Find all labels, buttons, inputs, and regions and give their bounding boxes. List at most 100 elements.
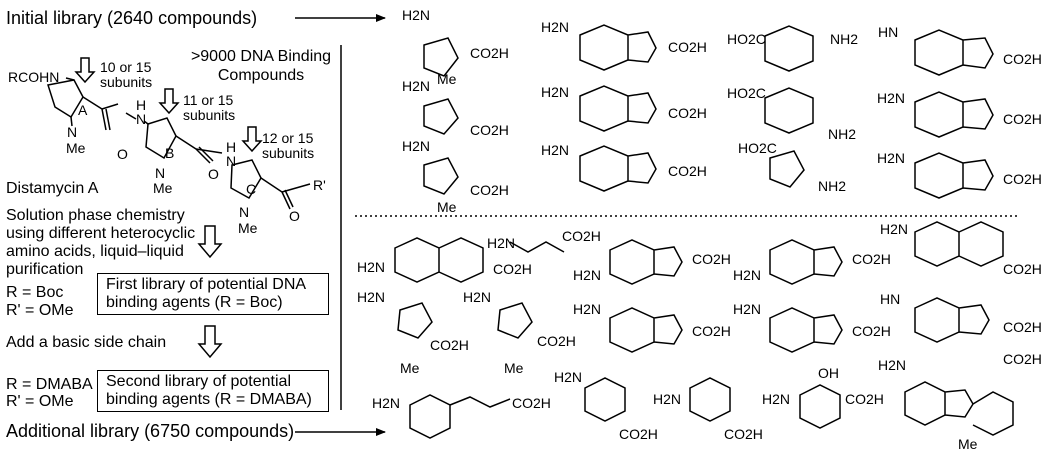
benzothiophene-core xyxy=(914,91,994,138)
imidazole-acid-label: CO2H xyxy=(470,182,509,198)
ring-b-label: B xyxy=(165,145,175,161)
thiazole-amine-label: NH2 xyxy=(818,178,847,194)
salicylic-amine-label: H2N xyxy=(762,391,791,407)
process-arrow-1 xyxy=(197,225,223,259)
benzoxazole-acid-label: CO2H xyxy=(1003,171,1042,187)
rprime-ome-label-2: R' = OMe xyxy=(6,393,74,410)
subunits-c-label: 12 or 15 subunits xyxy=(262,130,315,161)
benzoxazole-core xyxy=(914,152,994,199)
quinoline-core-1 xyxy=(394,237,484,283)
indole-amine-label: H2N xyxy=(541,142,570,158)
benzofuran-core-2 xyxy=(769,239,843,285)
pyrrole-amine-label: H2N xyxy=(402,7,431,23)
indole-3-amine-label: H2N xyxy=(573,301,602,317)
meta-amine-label: NH2 xyxy=(830,31,859,47)
imidazole-methyl-label: Me xyxy=(437,199,457,215)
benzofuran-3-acid-label: CO2H xyxy=(852,323,891,339)
bottom-library-structures xyxy=(394,221,1014,439)
imidazole-core-2 xyxy=(397,302,433,339)
benzimidazole-acid-label: CO2H xyxy=(668,39,707,55)
benzofuran-amine-label: H2N xyxy=(541,84,570,100)
distamycin-label: Distamycin A xyxy=(6,180,99,197)
pyrrole-core-1 xyxy=(423,37,459,77)
pyrrole-acid-label: CO2H xyxy=(470,45,509,61)
pyridine-acid-label: CO2H xyxy=(619,426,658,442)
pyrroloindole-core-2 xyxy=(914,297,990,343)
distamycin-h-2: H xyxy=(226,139,237,155)
para-amine-label: NH2 xyxy=(828,126,857,142)
distamycin-me-c: Me xyxy=(238,220,258,236)
cyclohexane-amine-label: H2N xyxy=(653,391,682,407)
quinoline-amine-label: H2N xyxy=(357,259,386,275)
subunit-arrow-b xyxy=(158,88,180,115)
benzofuran-2-acid-label: CO2H xyxy=(852,251,891,267)
benzene-para-core xyxy=(764,87,814,134)
salicylic-core xyxy=(799,384,841,429)
r-dmaba-label: R = DMABA xyxy=(6,376,93,393)
pyrrole-2-methyl-label: Me xyxy=(504,360,524,376)
thiazole-acid-label: HO2C xyxy=(738,140,777,156)
distamycin-structure xyxy=(47,77,311,210)
alanine-amine-label: H2N xyxy=(487,235,516,251)
beta-alanine-chain xyxy=(509,241,565,253)
solution-phase-text: Solution phase chemistry using different… xyxy=(6,207,196,278)
distamycin-me-a: Me xyxy=(66,140,86,156)
indole-2-acid-label: CO2H xyxy=(692,251,731,267)
benzimidazole-core xyxy=(579,24,657,71)
pyrrole-core-2 xyxy=(497,302,533,339)
r-boc-label: R = Boc xyxy=(6,284,64,301)
benzofuran-acid-label: CO2H xyxy=(668,105,707,121)
subunit-arrow-a xyxy=(74,57,96,84)
quinoline-core-2 xyxy=(914,221,1004,267)
pyrroloindole-2-nh-label: HN xyxy=(880,291,901,307)
pyrroloindole-2-acid-label: CO2H xyxy=(1003,319,1042,335)
benzofuran-core-3 xyxy=(769,307,843,353)
pyridine-core xyxy=(584,377,626,422)
benzene-meta-core xyxy=(764,25,814,72)
distamycin-o-1: O xyxy=(117,146,128,162)
cinnamic-acid-label: CO2H xyxy=(512,395,551,411)
distamycin-n-b: N xyxy=(155,165,166,181)
distamycin-n-2: N xyxy=(226,153,237,169)
thiophene-core xyxy=(423,98,459,135)
add-side-chain-text: Add a basic side chain xyxy=(6,334,167,351)
salicylic-hydroxyl-label: OH xyxy=(818,365,839,381)
dna-binding-count: >9000 DNA Binding Compounds xyxy=(190,48,332,84)
additional-library-title: Additional library (6750 compounds) xyxy=(6,421,295,441)
cinnamic-amine-label: H2N xyxy=(372,395,401,411)
quinoline-2-amine-label: H2N xyxy=(880,221,909,237)
indole-acid-label: CO2H xyxy=(668,163,707,179)
rprime-ome-label-1: R' = OMe xyxy=(6,302,74,319)
distamycin-n-c: N xyxy=(239,204,250,220)
benzofuran-core xyxy=(579,85,657,132)
ring-a-label: A xyxy=(78,102,88,118)
imidazole-2-amine-label: H2N xyxy=(357,289,386,305)
imidazole-core xyxy=(423,157,459,195)
meta-acid-label: HO2C xyxy=(727,31,766,47)
carbazole-acid-label: CO2H xyxy=(1003,351,1042,367)
subunits-b-label: 11 or 15 subunits xyxy=(183,92,236,123)
indole-core-2 xyxy=(609,239,683,285)
imidazole-amine-label: H2N xyxy=(402,138,431,154)
pyridine-amine-label: H2N xyxy=(554,369,583,385)
alanine-acid-label: CO2H xyxy=(562,228,601,244)
pyrrole-2-acid-label: CO2H xyxy=(537,333,576,349)
distamycin-o-2: O xyxy=(208,166,219,182)
benzothiophene-acid-label: CO2H xyxy=(1003,111,1042,127)
thiophene-acid-label: CO2H xyxy=(470,122,509,138)
benzothiophene-amine-label: H2N xyxy=(877,90,906,106)
pyrroloindole-nh-label: HN xyxy=(878,24,899,40)
quinoline-acid-label: CO2H xyxy=(493,261,532,277)
benzofuran-3-amine-label: H2N xyxy=(733,301,762,317)
indole-3-acid-label: CO2H xyxy=(692,323,731,339)
rcohn-label: RCOHN xyxy=(8,69,60,85)
pyrroloindole-acid-label: CO2H xyxy=(1003,51,1042,67)
distamycin-me-b: Me xyxy=(153,180,173,196)
imidazole-2-methyl-label: Me xyxy=(400,360,420,376)
distamycin-h-1: H xyxy=(136,97,147,113)
distamycin-o-3: O xyxy=(289,208,300,224)
imidazole-2-acid-label: CO2H xyxy=(430,337,469,353)
process-arrow-2 xyxy=(197,325,223,359)
pyrrole-methyl-label: Me xyxy=(437,71,457,87)
